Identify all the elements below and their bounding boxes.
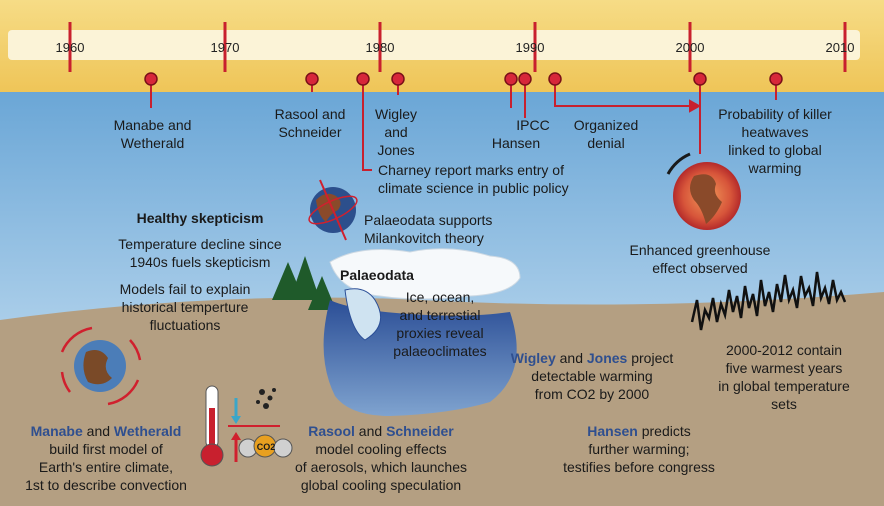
jones-name: Jones bbox=[586, 350, 628, 366]
temperature-series-line bbox=[690, 271, 847, 331]
event-label-rasool-schneider: Rasool and Schneider bbox=[274, 106, 346, 140]
wigley-text: Wigley and Jones project detectable warm… bbox=[494, 349, 690, 403]
glacier bbox=[329, 248, 521, 300]
wigley-and: and bbox=[555, 350, 587, 366]
year-label: 1980 bbox=[365, 40, 395, 55]
event-markers bbox=[144, 72, 783, 86]
palaeodata-text: Ice, ocean, and terrestial proxies revea… bbox=[393, 289, 487, 359]
milankovitch-text: Palaeodata supports Milankovitch theory bbox=[364, 212, 493, 246]
warmest-years-text: 2000-2012 contain five warmest years in … bbox=[718, 342, 850, 412]
rasool-name: Rasool bbox=[308, 423, 355, 439]
manabe-heading: Manabe and Wetherald bbox=[6, 422, 206, 440]
wigley-body: project detectable warming from CO2 by 2… bbox=[531, 350, 674, 402]
event-label-hansen: Hansen bbox=[491, 135, 541, 151]
greenhouse-text: Enhanced greenhouse effect observed bbox=[629, 242, 771, 276]
wetherald-name: Wetherald bbox=[113, 423, 182, 439]
rasool-text: model cooling effects of aerosols, which… bbox=[295, 441, 467, 493]
year-label: 1970 bbox=[210, 40, 240, 55]
manabe-name: Manabe bbox=[30, 423, 83, 439]
hansen-body: predicts further warming; testifies befo… bbox=[563, 423, 715, 475]
iceberg bbox=[344, 288, 382, 341]
manabe-and: and bbox=[82, 423, 114, 439]
co2-label: CO2 bbox=[256, 442, 276, 452]
event-label-ipcc: IPCC bbox=[516, 117, 550, 133]
year-label: 2010 bbox=[825, 40, 855, 55]
healthy-skepticism-title: Healthy skepticism bbox=[136, 210, 264, 226]
year-label: 1960 bbox=[55, 40, 85, 55]
palaeodata-title: Palaeodata bbox=[340, 267, 414, 283]
manabe-text: build first model of Earth's entire clim… bbox=[25, 441, 187, 493]
wigley-name: Wigley bbox=[510, 350, 556, 366]
rasool-and: and bbox=[354, 423, 387, 439]
rotating-earth-icon bbox=[60, 326, 142, 406]
event-label-wigley-jones: Wigley and Jones bbox=[374, 106, 417, 158]
schneider-name: Schneider bbox=[386, 423, 454, 439]
trees-icon bbox=[272, 256, 336, 310]
timeline-bar bbox=[8, 30, 860, 60]
healthy-skepticism-text-1: Temperature decline since 1940s fuels sk… bbox=[118, 236, 282, 270]
thermometer-icon bbox=[200, 385, 280, 467]
hansen-text: Hansen predicts further warming; testifi… bbox=[548, 422, 730, 476]
healthy-skepticism-text-2: Models fail to explain historical temper… bbox=[119, 281, 251, 333]
event-label-killer-heatwaves: Probability of killer heatwaves linked t… bbox=[718, 106, 832, 176]
warming-earth-icon bbox=[666, 152, 741, 230]
event-label-manabe-wetherald: Manabe and Wetherald bbox=[113, 117, 192, 151]
tilted-earth-icon bbox=[308, 179, 358, 241]
year-label: 1990 bbox=[515, 40, 545, 55]
year-label: 2000 bbox=[675, 40, 705, 55]
hansen-name: Hansen bbox=[587, 423, 638, 439]
rasool-heading: Rasool and Schneider bbox=[276, 422, 486, 440]
year-ticks bbox=[68, 22, 847, 72]
event-label-organized-denial: Organized denial bbox=[573, 117, 639, 151]
event-label-charney: Charney report marks entry of climate sc… bbox=[378, 162, 569, 196]
co2-molecule-icon bbox=[238, 434, 293, 458]
